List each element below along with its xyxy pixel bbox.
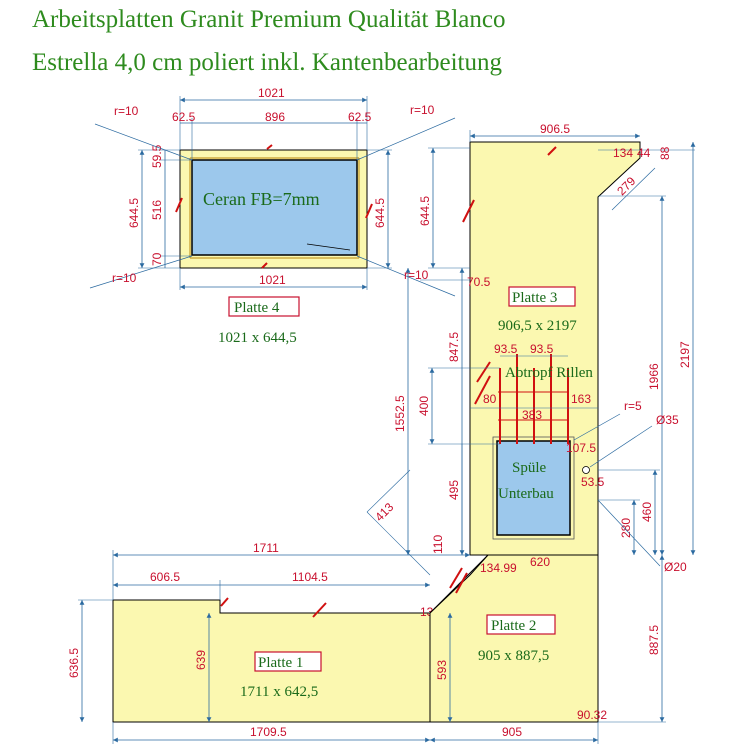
dim-p4-height-right: 644.5 [373, 198, 387, 228]
dim-p4-width-bottom: 1021 [259, 273, 286, 287]
dim-p3-sink-side: 53.5 [581, 475, 605, 489]
dim-p1-width-1104: 1104.5 [292, 570, 328, 584]
edge-mark [462, 199, 475, 223]
platte-2-slab [429, 554, 599, 723]
dim-p3-rill-1: 93.5 [494, 342, 518, 356]
sink-label-2: Unterbau [498, 486, 554, 502]
platte-3-label-box [508, 286, 576, 307]
dim-p1-width-bottom: 1709.5 [250, 725, 287, 739]
dim-p3-h-280: 280 [619, 518, 633, 538]
platte-2-label-box [486, 614, 556, 635]
platte-3-label: Platte 3 [512, 290, 557, 306]
platte-3-size: 906,5 x 2197 [498, 318, 577, 334]
platte-2-size: 905 x 887,5 [478, 648, 549, 664]
dim-p3-sink-gap: 107.5 [566, 441, 596, 455]
dim-p3-sink-bottom-110: 110 [431, 535, 445, 554]
dim-p3-left-80: 80 [483, 392, 497, 406]
platte-1-label-box [254, 651, 322, 672]
dim-p4-r-bl: r=10 [112, 271, 137, 285]
dim-p3-height-400: 400 [417, 396, 431, 416]
platte-4-size: 1021 x 644,5 [218, 330, 297, 346]
dim-p3-corner-c: 88 [658, 146, 672, 160]
dim-p4-cutout-height: 516 [150, 200, 164, 220]
platte-1-size: 1711 x 642,5 [240, 684, 318, 700]
dim-p1-height-left: 636.5 [67, 648, 81, 678]
edge-mark [175, 197, 183, 213]
dim-p4-bottom-offset: 70 [150, 252, 164, 266]
platte-4-label: Platte 4 [234, 300, 280, 316]
dim-p3-height-total: 2197 [678, 341, 692, 368]
edge-mark [449, 567, 463, 589]
abtropf-label: Abtropf Rillen [505, 365, 593, 381]
dim-p3-height-inner: 1966 [647, 363, 661, 390]
platte-1-label: Platte 1 [258, 655, 303, 671]
dim-p4-width-top: 1021 [258, 86, 285, 100]
dim-p3-corner-b: 44 [637, 146, 651, 160]
platte-4: Ceran FB=7mm 1021 62.5 896 62.5 1021 644… [89, 86, 456, 346]
dim-p2-height-887: 887.5 [647, 625, 661, 655]
ceran-label: Ceran FB=7mm [203, 189, 320, 209]
ceran-cutout [191, 159, 358, 256]
dim-p4-r-tr: r=10 [410, 103, 435, 117]
edge-mark [474, 375, 491, 405]
dim-p3-hole: Ø35 [656, 413, 679, 427]
platte-3: Spüle Unterbau Abtropf Rillen 906.5 134 … [393, 122, 696, 574]
dim-p4-r-tl: r=10 [114, 104, 139, 118]
title-line-1: Arbeitsplatten Granit Premium Qualität B… [32, 6, 506, 33]
abtropf-rillen [498, 354, 569, 444]
tap-hole [582, 466, 590, 474]
dim-p3-h-460: 460 [640, 502, 654, 522]
dim-p2-height-593: 593 [435, 660, 449, 680]
edge-mark [365, 203, 373, 219]
dim-p3-right-163: 163 [571, 392, 591, 406]
dim-p3-rill-2: 93.5 [530, 342, 554, 356]
dim-p1-width-606: 606.5 [150, 570, 180, 584]
platte-2: 134.99 620 593 887.5 905 90.32 Platte 2 … [429, 554, 666, 744]
edge-mark [261, 262, 268, 269]
dim-p3-width-top: 906.5 [540, 122, 570, 136]
edge-mark [266, 144, 273, 150]
platte-4-label-box [228, 296, 300, 317]
dim-p2-width-bottom: 905 [502, 725, 522, 739]
dim-p3-r10: r=10 [404, 268, 429, 282]
dim-p1-height-inner: 639 [194, 650, 208, 670]
sink-cutout [496, 440, 571, 536]
edge-mark [312, 602, 327, 618]
edge-mark [476, 361, 491, 383]
dim-p2-width-620: 620 [530, 555, 550, 569]
dim-p3-rill-span: 383 [522, 408, 542, 422]
dim-p3-height-upper: 644.5 [418, 196, 432, 226]
edge-mark [547, 146, 557, 156]
dim-p4-right-offset: 62.5 [348, 110, 372, 124]
dim-p4-cutout-width: 896 [265, 110, 285, 124]
dim-p3-height-847: 847.5 [447, 332, 461, 362]
dim-p3-hole2: Ø20 [664, 560, 687, 574]
sink-label-1: Spüle [512, 460, 547, 476]
dim-p2-angle-90: 90.32 [577, 708, 607, 722]
dim-p1-width-total: 1711 [253, 541, 279, 555]
dim-p3-height-495: 495 [447, 480, 461, 500]
platte-2-label: Platte 2 [491, 618, 536, 634]
dim-p3-left-offset-top: 70.5 [467, 275, 491, 289]
dim-p3-r5: r=5 [624, 399, 642, 413]
edge-mark [220, 597, 229, 607]
title-line-2: Estrella 4,0 cm poliert inkl. Kantenbear… [32, 49, 502, 76]
edge-mark [455, 572, 468, 594]
dim-p3-height-1552: 1552.5 [393, 395, 407, 432]
dim-p4-left-offset: 62.5 [172, 110, 196, 124]
dim-p4-height-left: 644.5 [127, 198, 141, 228]
dim-p2-angle-134: 134.99 [480, 561, 517, 575]
dim-p4-top-offset: 59.5 [150, 144, 164, 168]
platte-1: 1711 606.5 1104.5 413 135.02 636.5 639 1… [67, 469, 470, 744]
dim-p3-corner-a: 134 [613, 146, 633, 160]
